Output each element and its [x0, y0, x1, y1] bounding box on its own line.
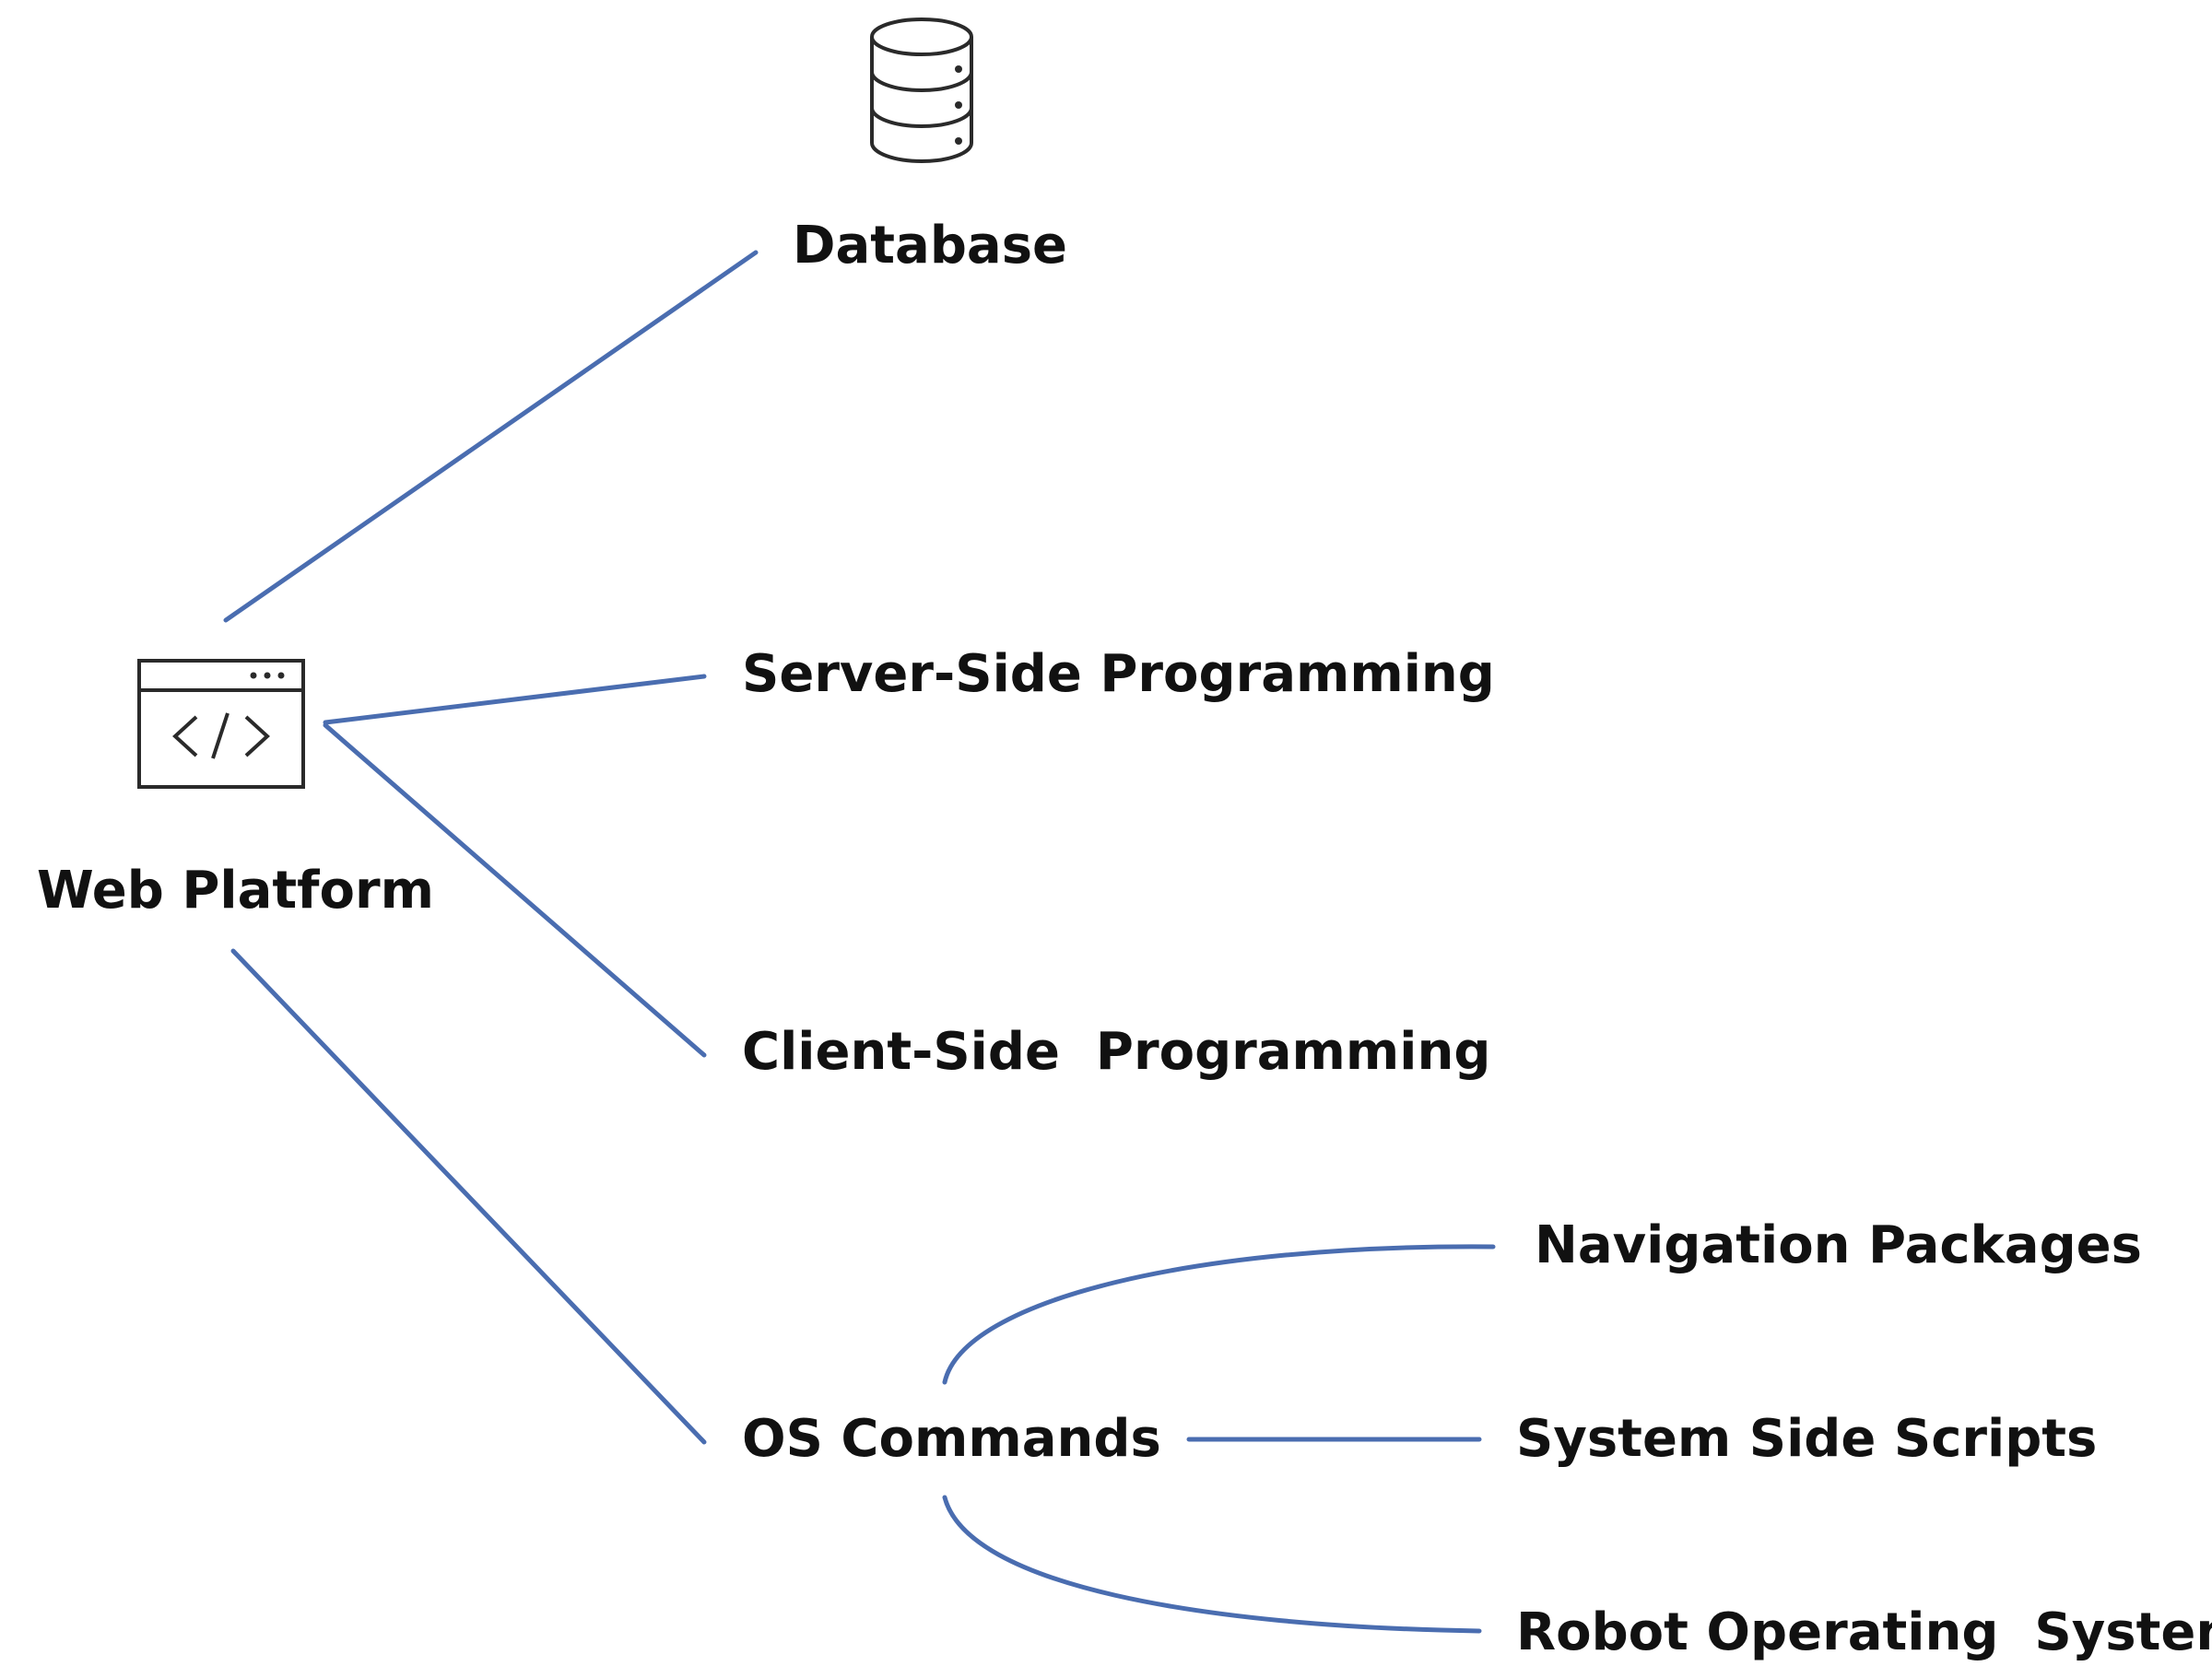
database-icon	[870, 18, 973, 163]
edge-web-platform-database	[223, 250, 759, 623]
node-label-system-side-scripts: System Side Scripts	[1516, 1409, 2097, 1469]
edge-web-platform-server-side	[323, 674, 707, 725]
node-label-client-side-programming: Client-Side Programming	[742, 1022, 1490, 1082]
node-label-server-side-programming: Server-Side Programming	[742, 644, 1495, 704]
edge-os-commands-navigation-packages	[942, 1244, 1496, 1385]
code-window-icon	[137, 659, 305, 789]
edge-web-platform-os-commands	[230, 948, 707, 1445]
edge-os-commands-robot-os	[942, 1495, 1482, 1634]
node-label-database: Database	[793, 216, 1067, 276]
node-label-navigation-packages: Navigation Packages	[1535, 1215, 2142, 1275]
node-label-robot-operating-system: Robot Operating System	[1516, 1602, 2212, 1662]
node-label-web-platform: Web Platform	[37, 861, 434, 921]
edge-web-platform-client-side	[323, 722, 707, 1058]
node-label-os-commands: OS Commands	[742, 1409, 1161, 1469]
